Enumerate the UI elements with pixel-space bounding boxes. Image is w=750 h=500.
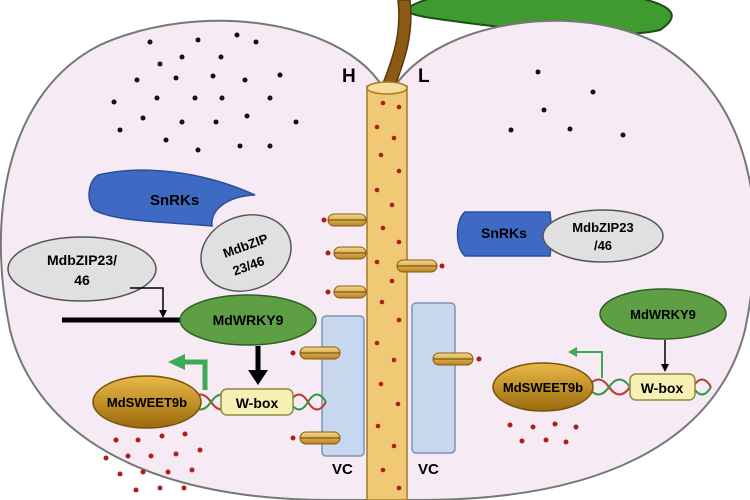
label-h: H: [342, 66, 356, 87]
right-bzip: MdbZIP23 /46: [542, 209, 664, 263]
transporter-sucrose-dots: [290, 217, 482, 441]
right-expression-arrowhead: [568, 347, 577, 357]
transporter-left-4: [299, 346, 341, 360]
transporter-left-2: [333, 246, 367, 260]
transporter-left-3: [333, 285, 367, 299]
left-sweet: MdSWEET9b: [92, 375, 202, 429]
right-vc-label: VC: [418, 461, 439, 478]
left-wrky-label: MdWRKY9: [213, 312, 284, 328]
left-bzip-to-wrky-connector: [130, 287, 164, 312]
left-released-sucrose: [103, 431, 203, 493]
phloem-vessel: [366, 85, 408, 500]
vessel-sucrose-dots: [374, 100, 402, 491]
left-snrks-label: SnRKs: [150, 192, 199, 209]
right-wrky: MdWRKY9: [599, 288, 727, 340]
left-bzip-small: MdbZIP 23/46: [200, 214, 292, 292]
right-activation-arrowhead: [661, 364, 669, 372]
left-wrky: MdWRKY9: [179, 294, 317, 346]
left-expression-arrow: [185, 359, 208, 390]
stem: [380, 0, 412, 87]
left-activation-arrowhead: [248, 370, 268, 385]
right-bzip-line2: /46: [594, 238, 612, 253]
right-sugar-dots: [508, 69, 626, 138]
transporter-right-2: [432, 352, 474, 366]
transporter-right-1: [396, 259, 438, 273]
right-wbox: W-box: [629, 373, 696, 401]
transporter-left-1: [327, 213, 367, 227]
fruit-left-half: [0, 19, 383, 500]
right-wrky-label: MdWRKY9: [630, 307, 696, 322]
right-snrks: SnRKs: [456, 211, 553, 257]
transporter-left-5: [299, 431, 341, 445]
left-snrks: SnRKs: [88, 169, 256, 227]
vc-box-right: [411, 302, 456, 454]
right-sweet: MdSWEET9b: [492, 362, 594, 412]
right-released-sucrose: [507, 421, 579, 445]
right-snrks-label: SnRKs: [481, 225, 527, 241]
right-sweet-label: MdSWEET9b: [503, 380, 583, 395]
left-bzip-large: MdbZIP23/ 46: [7, 236, 157, 302]
right-wbox-label: W-box: [641, 380, 684, 396]
left-vc-label: VC: [332, 461, 353, 478]
left-connector-arrowhead: [159, 310, 167, 318]
left-wbox: W-box: [220, 388, 294, 416]
vessel-top-opening: [366, 81, 408, 95]
left-bzip-large-line2: 46: [74, 272, 90, 288]
right-expression-arrow: [577, 351, 603, 378]
left-bzip-large-line1: MdbZIP23/: [47, 252, 117, 268]
right-bzip-line1: MdbZIP23: [572, 220, 633, 235]
transporters: [299, 213, 474, 445]
left-sugar-dots: [111, 32, 299, 153]
left-expression-arrowhead: [168, 354, 185, 370]
left-sweet-label: MdSWEET9b: [107, 395, 187, 410]
left-wbox-label: W-box: [236, 395, 279, 411]
label-l: L: [418, 66, 430, 87]
